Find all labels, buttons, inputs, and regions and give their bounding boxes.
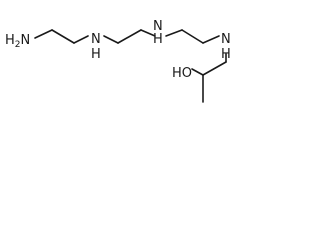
amine-h: H [5, 33, 15, 48]
bond-c1-c2 [51, 29, 75, 44]
nh-3-n: N [221, 32, 231, 47]
nh-2-n: N [153, 19, 163, 34]
amine-h-subscript: 2 [15, 40, 21, 50]
bond-n2-c3 [103, 35, 119, 44]
nh-3-h: H [221, 47, 231, 62]
nh-2-h: H [153, 32, 163, 47]
structure-diagram: H2N N H N H N H HO [5, 19, 231, 103]
bond-c5-c6 [181, 29, 204, 44]
bond-c8-o [191, 68, 204, 76]
bond-c7-c8 [202, 61, 227, 76]
nh-1-n: N [91, 32, 101, 47]
bond-n3-c5 [165, 29, 183, 37]
bond-c3-c4 [117, 29, 142, 44]
bond-c2-n2 [73, 35, 89, 44]
amine-h2n-label: H2N [5, 33, 30, 50]
bond-n1-c1 [34, 29, 53, 39]
amine-n: N [21, 33, 31, 48]
bond-c6-n4 [202, 35, 220, 44]
nh-1-h: H [91, 47, 101, 62]
hydroxyl-label: HO [172, 66, 192, 81]
bond-c4-n3 [140, 29, 156, 37]
